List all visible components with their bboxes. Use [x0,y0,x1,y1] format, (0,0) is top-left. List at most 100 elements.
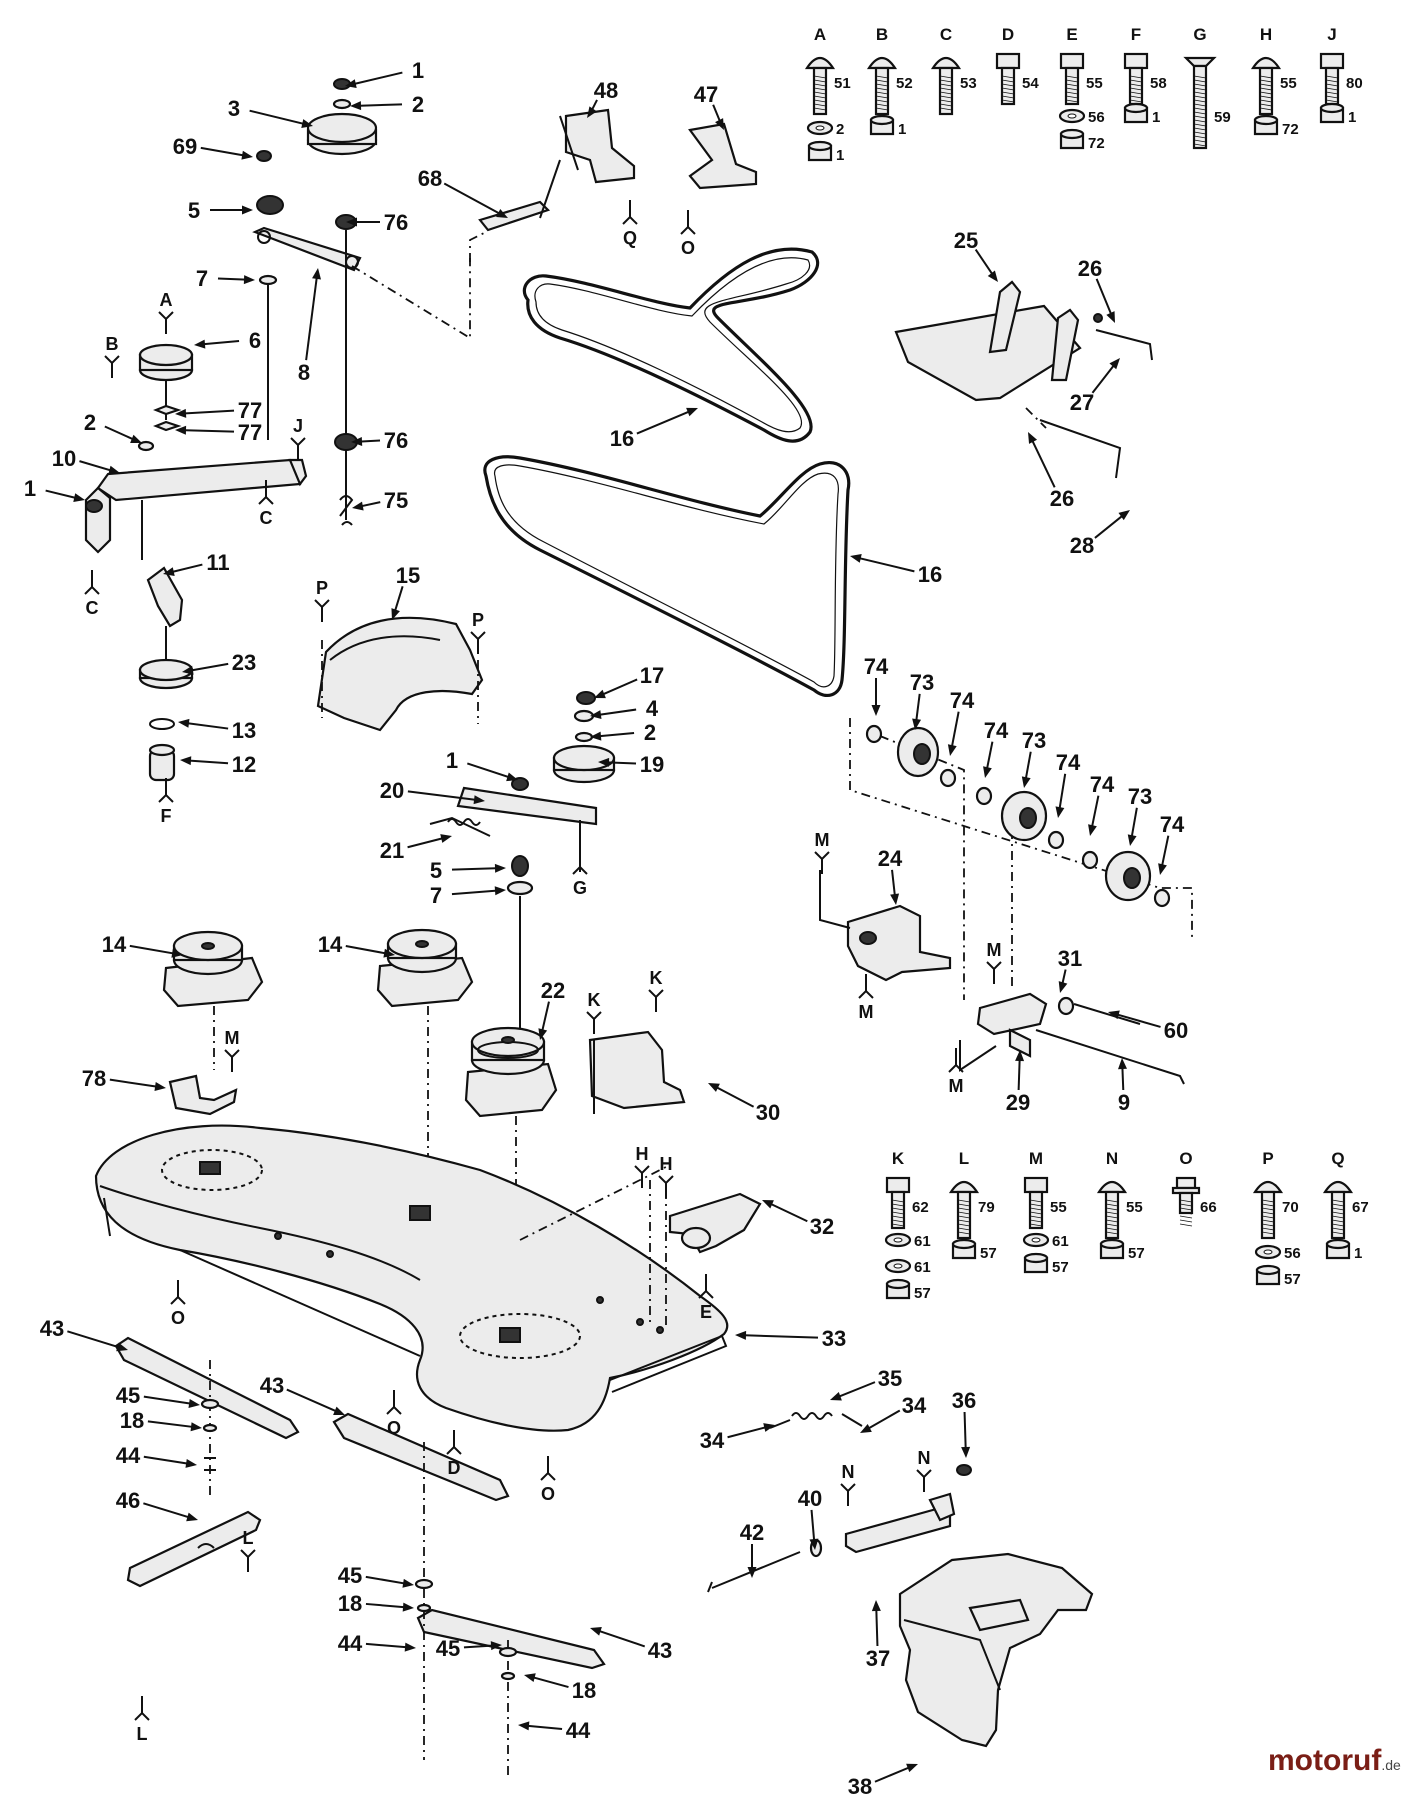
connector-mark [648,989,664,1012]
callout-p5a: 5 [188,198,253,223]
blades-assembly [114,1336,606,1776]
hardware-O: O66 [1171,1149,1217,1227]
bolt-thread [891,1207,905,1211]
bolt-part-number: 67 [1352,1199,1369,1216]
hardware-letter: C [940,25,952,44]
spindle-assemblies [162,928,686,1290]
callout-arrowhead [163,567,175,577]
bolt-thread [1179,1211,1193,1215]
bolt-part-number: 58 [1150,75,1167,92]
callout-number: 35 [878,1366,902,1391]
hardware-G: G59 [1183,25,1231,150]
hardware-letter: L [959,1149,969,1168]
callout-leader [1160,835,1170,870]
connector-mark [240,1549,256,1572]
connector-letter: G [573,878,587,898]
callout-p26a: 26 [1078,256,1115,323]
bolt-head [866,56,898,70]
connector-cM4: M [948,1048,964,1096]
callout-number: 8 [298,360,310,385]
bolt-thread [1193,135,1207,139]
connector-letter: Q [623,228,637,248]
callout-number: 12 [232,752,256,777]
bolt-thread [1129,79,1143,83]
bolt-thread [813,95,827,99]
connector-cM5: M [224,1028,240,1072]
bolt-thread [1193,127,1207,131]
callout-arrowhead [524,1673,536,1683]
hardware-item-number: 1 [1152,109,1160,126]
bolt-thread [1261,1231,1275,1235]
bolt-thread [1029,1219,1043,1223]
nut-top [1123,102,1149,114]
callout-number: 68 [418,166,442,191]
callout-leader [974,248,996,278]
hardware-item-number: 57 [1128,1245,1145,1262]
callout-p44a: 44 [116,1443,197,1468]
bolt-thread [875,103,889,107]
connector-cP2: P [470,610,486,654]
nut-top [1023,1252,1049,1264]
bolt-thread [1129,87,1143,91]
connector-cH2: H [658,1154,674,1198]
callout-leader [185,759,229,765]
bolt-thread [1331,1223,1345,1227]
callout-p29: 29 [1006,1050,1030,1115]
chute-assembly [707,1412,1094,1748]
connector-cM1: M [814,830,830,874]
callout-arrowhead [1055,806,1065,818]
callout-leader [1095,278,1114,318]
connector-letter: H [660,1154,673,1174]
connector-mark [158,778,174,803]
bolt-thread [957,1203,971,1207]
callout-number: 10 [52,446,76,471]
callout-arrowhead [735,1330,747,1340]
callout-number: 46 [116,1488,140,1513]
connector-cC2: C [84,570,100,618]
bolt-thread [1259,91,1273,95]
bolt-thread [957,1227,971,1231]
callout-leader [1024,751,1032,783]
callout-p45b: 45 [338,1563,414,1588]
bolt-thread [891,1211,905,1215]
callout-number: 73 [1128,784,1152,809]
bolt-thread [1065,99,1079,103]
callout-number: 18 [572,1678,596,1703]
callout-p17: 17 [594,663,664,699]
callout-arrowhead [333,1406,345,1415]
callout-arrowhead [154,1082,166,1091]
bolt-thread [1193,99,1207,103]
callout-number: 14 [318,932,343,957]
callout-leader [1113,1012,1161,1028]
callout-arrowhead [402,1602,414,1612]
callout-p38: 38 [848,1763,918,1799]
connector-mark [290,437,306,460]
callout-arrowhead [906,1763,918,1773]
bolt-thread [939,99,953,103]
callout-leader [595,732,635,738]
callout-leader [523,1724,563,1730]
callout-arrowhead [351,437,363,447]
hardware-item-number: 61 [914,1233,931,1250]
callout-number: 2 [644,720,656,745]
callout-leader [407,790,480,802]
hardware-item-number: 57 [914,1285,931,1302]
bolt-shank [812,66,828,116]
callout-number: 22 [541,978,565,1003]
bolt-thread [813,75,827,79]
bolt-thread [1331,1231,1345,1235]
bolt-thread [1179,1219,1193,1223]
bolt-thread [1193,95,1207,99]
callout-number: 74 [984,718,1009,743]
callout-p16b: 16 [850,554,942,587]
callout-leader [365,1575,409,1586]
connector-letter: O [541,1484,555,1504]
callout-number: 73 [910,670,934,695]
hardware-letter: M [1029,1149,1043,1168]
callout-leader [67,1330,123,1350]
callout-number: 31 [1058,946,1082,971]
callout-number: 43 [648,1638,672,1663]
callout-number: 78 [82,1066,106,1091]
bolt-part-number: 62 [912,1199,929,1216]
